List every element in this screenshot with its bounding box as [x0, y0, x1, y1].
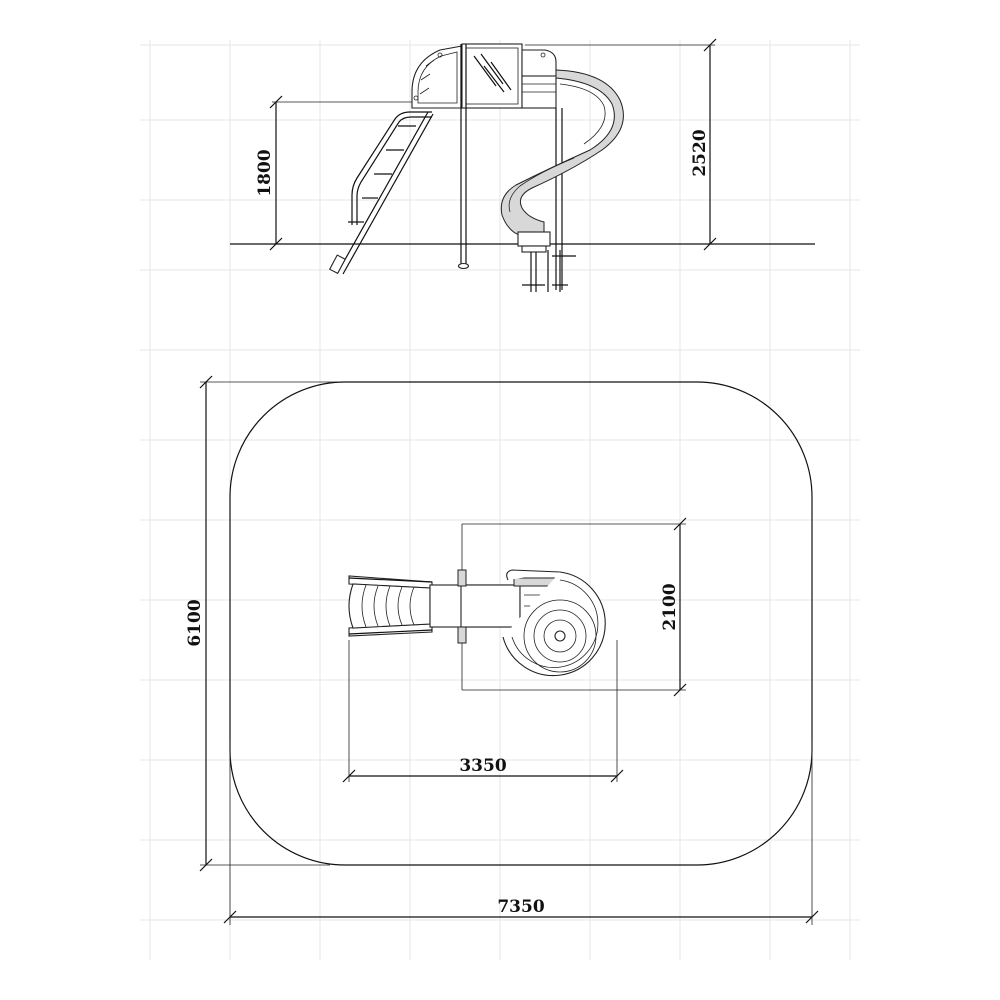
slide-entry	[521, 49, 557, 109]
height-dimension-2520	[525, 38, 717, 251]
dim-label-3350: 3350	[459, 756, 506, 776]
height-dimension-1800	[269, 95, 430, 251]
dim-label-6100: 6100	[185, 599, 205, 646]
safety-zone-outline	[229, 381, 813, 866]
plan-view: 6100 7350 3350 2100	[185, 375, 819, 925]
support-posts	[457, 44, 470, 270]
ladder-plan	[348, 575, 433, 637]
platform-side-panel	[411, 45, 463, 109]
dim-label-7350: 7350	[497, 897, 544, 917]
dim-label-1800: 1800	[255, 149, 275, 196]
length-dimension-3350	[342, 640, 624, 783]
width-dimension-2100	[461, 517, 687, 697]
slide-foundations	[522, 250, 576, 292]
ladder	[328, 111, 434, 275]
platform-front-panel	[461, 43, 523, 109]
background-grid	[140, 40, 860, 960]
elevation-view: 1800 2520	[230, 38, 815, 292]
spiral-slide-plan	[502, 569, 606, 677]
width-dimension-7350	[223, 740, 819, 925]
spiral-slide	[500, 69, 624, 290]
platform-plan	[429, 569, 521, 644]
dim-label-2100: 2100	[660, 583, 680, 630]
dim-label-2520: 2520	[690, 129, 710, 176]
depth-dimension-6100	[199, 375, 340, 872]
